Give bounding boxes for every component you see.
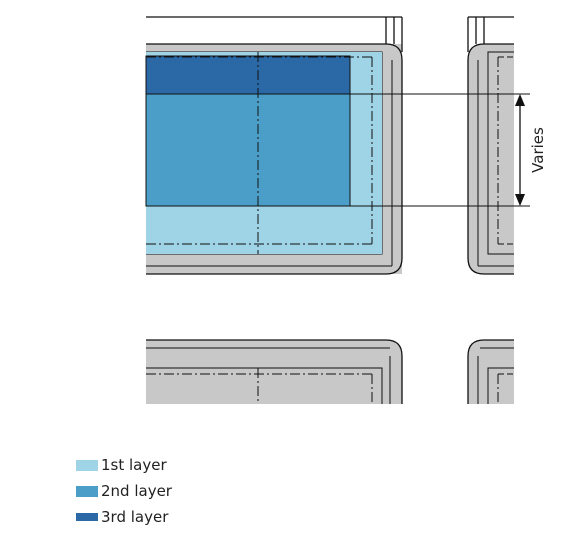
bottom-right-tray-outline [467, 339, 514, 404]
legend-label-2nd-layer: 2nd layer [101, 482, 172, 500]
bottom-tray-inner [146, 368, 382, 404]
bottom-right-tray-fill [468, 340, 514, 404]
right-tray-outline [467, 43, 514, 275]
legend: 1st layer 2nd layer 3rd layer [76, 452, 172, 530]
legend-item-1st-layer: 1st layer [76, 452, 172, 478]
dimension-arrow-down-icon [515, 194, 525, 206]
legend-swatch-3rd-layer [76, 513, 98, 521]
legend-item-3rd-layer: 3rd layer [76, 504, 172, 530]
top-left-tray [145, 43, 403, 275]
dimension-label: Varies [529, 127, 547, 173]
bottom-tray-inner-outline [146, 367, 383, 404]
legend-swatch-1st-layer [76, 459, 98, 471]
bottom-right-tray [467, 339, 514, 404]
legend-swatch-2nd-layer [76, 485, 98, 497]
top-right-tray [467, 43, 514, 275]
bottom-right-tray-inner [487, 367, 514, 404]
right-tray-inner-white [492, 52, 514, 254]
tray-outer-outline [146, 43, 403, 275]
legend-item-2nd-layer: 2nd layer [76, 478, 172, 504]
layer-3-block [145, 55, 351, 95]
legend-label-1st-layer: 1st layer [101, 456, 167, 474]
right-tray-inner-outline [487, 51, 514, 255]
top-rails [146, 16, 514, 52]
dimension-arrow-up-icon [515, 94, 525, 106]
bottom-tray-outline [146, 339, 403, 404]
varies-dimension: Varies [350, 93, 547, 207]
legend-label-3rd-layer: 3rd layer [101, 508, 169, 526]
bottom-left-tray [146, 339, 403, 404]
